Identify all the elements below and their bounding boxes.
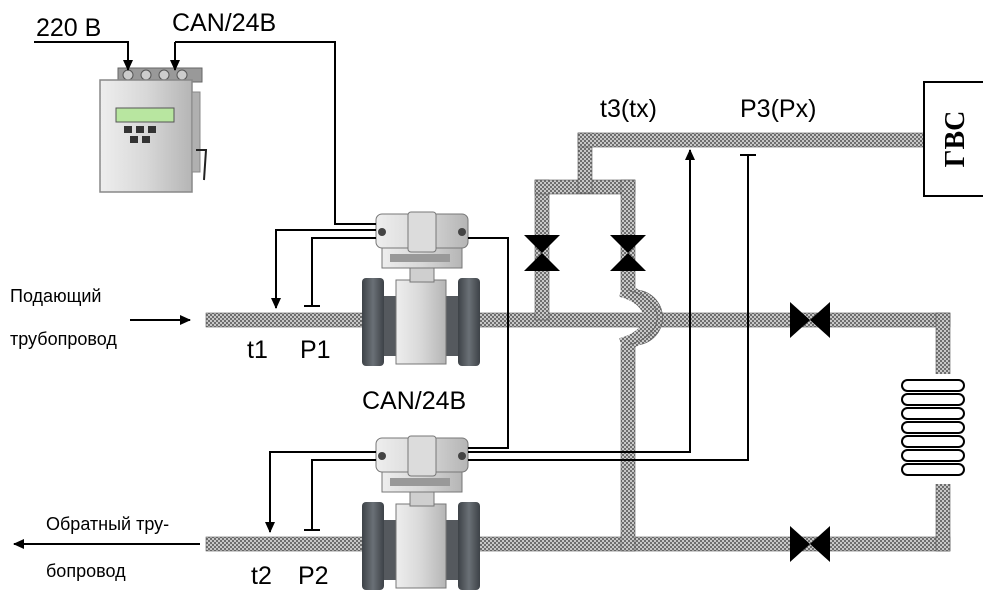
can-top-label: CAN/24В — [172, 9, 276, 37]
gate-valve-icon[interactable] — [610, 235, 646, 271]
return-label-line2: бопровод — [46, 561, 126, 581]
supply-label-line2: трубопровод — [10, 329, 117, 349]
t1-label: t1 — [247, 336, 268, 364]
supply-pipe — [205, 312, 951, 328]
p3-label: P3(Px) — [740, 95, 816, 123]
return-label-line1: Обратный тру- — [46, 514, 169, 534]
t3-label: t3(tx) — [600, 95, 657, 123]
gvs-box: ГВС — [923, 81, 983, 197]
gate-valve-icon[interactable] — [524, 235, 560, 271]
can-mid-label: CAN/24В — [362, 387, 466, 415]
return-pipe — [205, 536, 951, 552]
gate-valve-icon[interactable] — [790, 302, 830, 338]
supply-label-line1: Подающий — [10, 286, 102, 306]
signal-wires — [34, 41, 756, 533]
gvs-supply — [577, 132, 925, 148]
right-branch-lower — [620, 344, 636, 552]
radiator-icon — [901, 374, 965, 484]
p2-label: P2 — [298, 562, 329, 590]
controller-box-icon — [99, 67, 208, 193]
flowmeter-icon — [362, 211, 480, 366]
gate-valve-icon[interactable] — [790, 526, 830, 562]
t2-label: t2 — [251, 562, 272, 590]
flowmeter-icon — [362, 435, 480, 590]
power-label: 220 В — [36, 14, 101, 42]
p1-label: P1 — [300, 336, 331, 364]
gvs-label: ГВС — [940, 111, 971, 168]
